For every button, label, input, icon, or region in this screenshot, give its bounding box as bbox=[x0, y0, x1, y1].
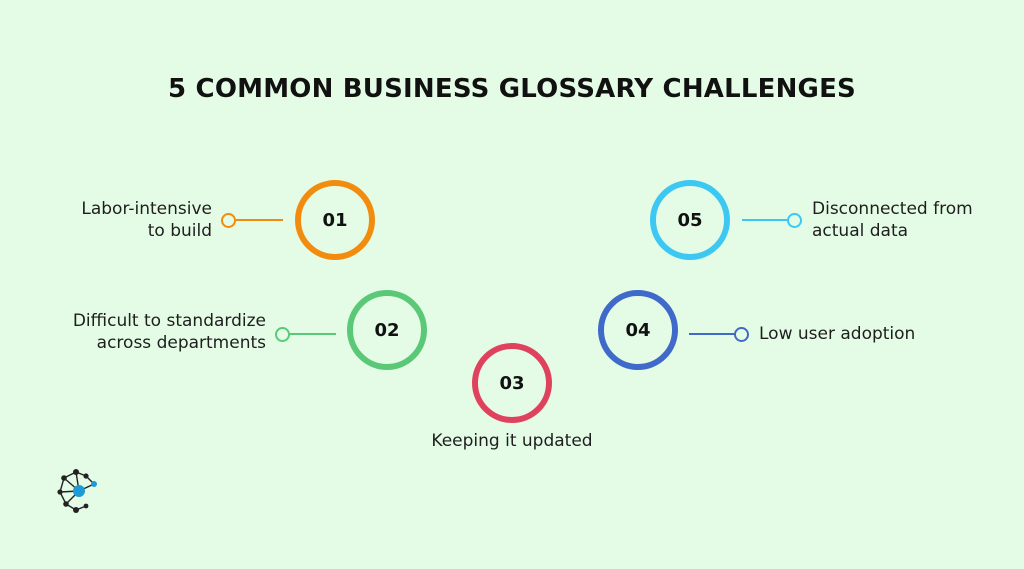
step-02-label: Difficult to standardize across departme… bbox=[72, 311, 266, 353]
step-03-circle: 03 bbox=[472, 343, 552, 423]
step-02-circle: 02 bbox=[347, 290, 427, 370]
step-04-connector bbox=[689, 333, 735, 335]
step-01-circle: 01 bbox=[295, 180, 375, 260]
step-05-label: Disconnected from actual data bbox=[812, 199, 973, 241]
step-03-label: Keeping it updated bbox=[431, 431, 593, 451]
step-02-number: 02 bbox=[374, 319, 400, 341]
step-01-dot bbox=[221, 213, 236, 228]
step-05-dot bbox=[787, 213, 802, 228]
network-nodes-logo-icon bbox=[57, 469, 97, 513]
step-04-label: Low user adoption bbox=[759, 324, 916, 344]
step-02-connector bbox=[290, 333, 336, 335]
step-01-number: 01 bbox=[322, 209, 348, 231]
step-05-circle: 05 bbox=[650, 180, 730, 260]
step-05-connector bbox=[742, 219, 788, 221]
page-title: 5 COMMON BUSINESS GLOSSARY CHALLENGES bbox=[168, 74, 856, 104]
step-02-dot bbox=[275, 327, 290, 342]
step-04-number: 04 bbox=[625, 319, 651, 341]
step-05-number: 05 bbox=[677, 209, 703, 231]
step-01-label: Labor-intensive to build bbox=[81, 199, 212, 241]
step-01-connector bbox=[236, 219, 283, 221]
step-03-number: 03 bbox=[499, 372, 525, 394]
step-04-circle: 04 bbox=[598, 290, 678, 370]
step-04-dot bbox=[734, 327, 749, 342]
